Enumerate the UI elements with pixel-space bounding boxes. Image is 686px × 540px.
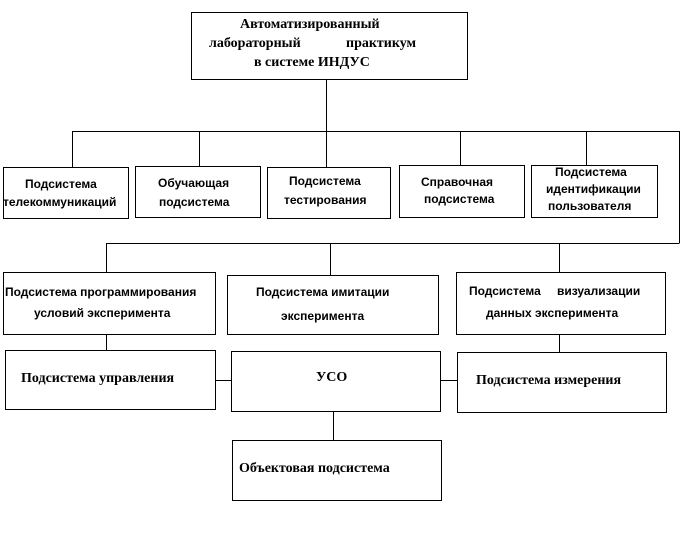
visualization-box <box>456 272 666 335</box>
testing-label-line2: тестирования <box>284 193 367 207</box>
identification-label-line2: идентификации <box>546 182 641 196</box>
root-title-line2b: практикум <box>346 36 417 51</box>
uso-label: УСО <box>316 370 348 385</box>
reference-label-line1: Справочная <box>421 175 494 189</box>
imitation-label-line2: эксперимента <box>281 309 365 323</box>
telecom-label-line1: Подсистема <box>25 177 97 191</box>
visualization-label-line1a: Подсистема <box>469 284 541 298</box>
imitation-box <box>227 275 439 335</box>
identification-label-line1: Подсистема <box>555 165 627 179</box>
visualization-label-line1b: визуализации <box>557 284 641 298</box>
object-label: Объектовая подсистема <box>239 461 390 476</box>
programming-label-line2: условий эксперимента <box>34 306 171 320</box>
reference-label-line2: подсистема <box>424 192 495 206</box>
control-label: Подсистема управления <box>21 371 175 386</box>
imitation-label-line1: Подсистема имитации <box>256 285 390 299</box>
programming-box <box>3 272 216 335</box>
testing-box <box>267 167 391 219</box>
reference-box <box>399 165 525 218</box>
root-title-line3: в системе ИНДУС <box>254 55 370 70</box>
training-label-line1: Обучающая <box>158 176 230 190</box>
measurement-label: Подсистема измерения <box>476 373 622 388</box>
testing-label-line1: Подсистема <box>289 174 361 188</box>
telecom-label-line2: телекоммуникаций <box>3 195 117 209</box>
identification-box <box>531 165 658 218</box>
telecom-box <box>3 167 129 219</box>
training-label-line2: подсистема <box>159 195 230 209</box>
training-box <box>135 166 261 218</box>
visualization-label-line2: данных эксперимента <box>486 306 619 320</box>
control-box <box>5 350 216 410</box>
root-title-line2a: лабораторный <box>209 36 301 51</box>
programming-label-line1: Подсистема программирования <box>5 285 197 299</box>
object-box <box>232 440 442 501</box>
uso-box <box>231 351 441 412</box>
root-title-line1: Автоматизированный <box>240 17 380 32</box>
root-box <box>191 12 468 80</box>
measurement-box <box>457 352 667 413</box>
identification-label-line3: пользователя <box>548 199 632 213</box>
